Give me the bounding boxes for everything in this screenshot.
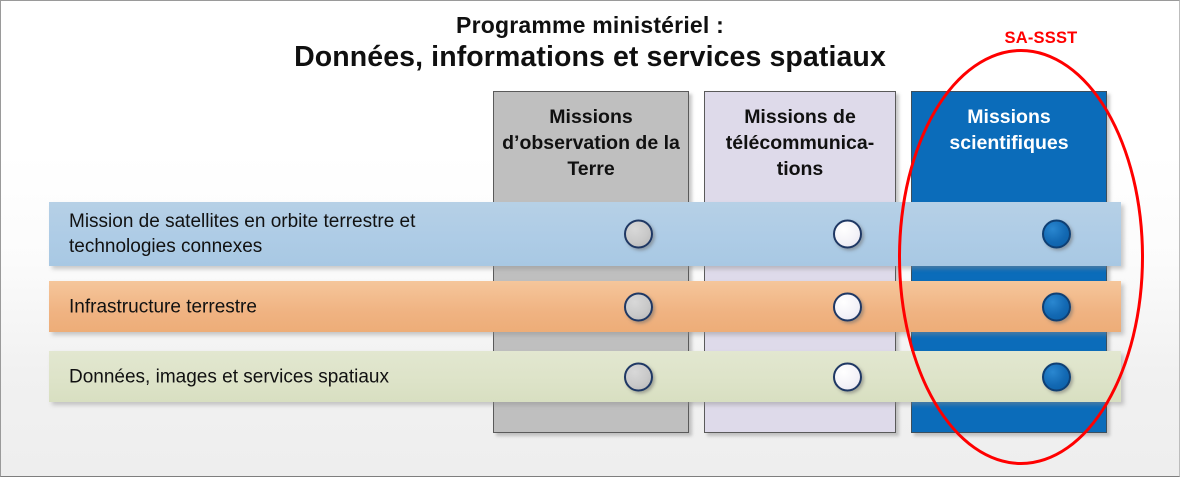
row-label-infrastructure: Infrastructure terrestre bbox=[69, 296, 257, 317]
cell-dot-satellites-telecom bbox=[833, 219, 862, 249]
cell-dot-satellites-earth bbox=[624, 219, 653, 249]
row-infrastructure-terrestre: Infrastructure terrestre bbox=[49, 281, 1121, 332]
column-title-earth: Missions d’observation de la Terre bbox=[502, 106, 680, 180]
cell-dot-donnees-science bbox=[1042, 362, 1071, 391]
cell-dot-infrastructure-earth bbox=[624, 292, 653, 321]
cell-dot-donnees-earth bbox=[624, 362, 653, 391]
cell-dot-infrastructure-science bbox=[1042, 292, 1071, 321]
highlight-label-sa-ssst: SA-SSST bbox=[1004, 29, 1078, 47]
row-donnees-images-services: Données, images et services spatiaux bbox=[49, 351, 1121, 402]
column-title-science: Missions scientifiques bbox=[949, 106, 1069, 154]
row-label-satellites: Mission de satellites en orbite terrestr… bbox=[69, 211, 416, 257]
column-title-telecom: Missions de télécommunica-tions bbox=[725, 106, 875, 180]
cell-dot-infrastructure-telecom bbox=[833, 292, 862, 321]
row-label-donnees: Données, images et services spatiaux bbox=[69, 366, 389, 387]
cell-dot-satellites-science bbox=[1042, 219, 1071, 249]
row-mission-satellites: Mission de satellites en orbite terrestr… bbox=[49, 202, 1121, 266]
cell-dot-donnees-telecom bbox=[833, 362, 862, 391]
